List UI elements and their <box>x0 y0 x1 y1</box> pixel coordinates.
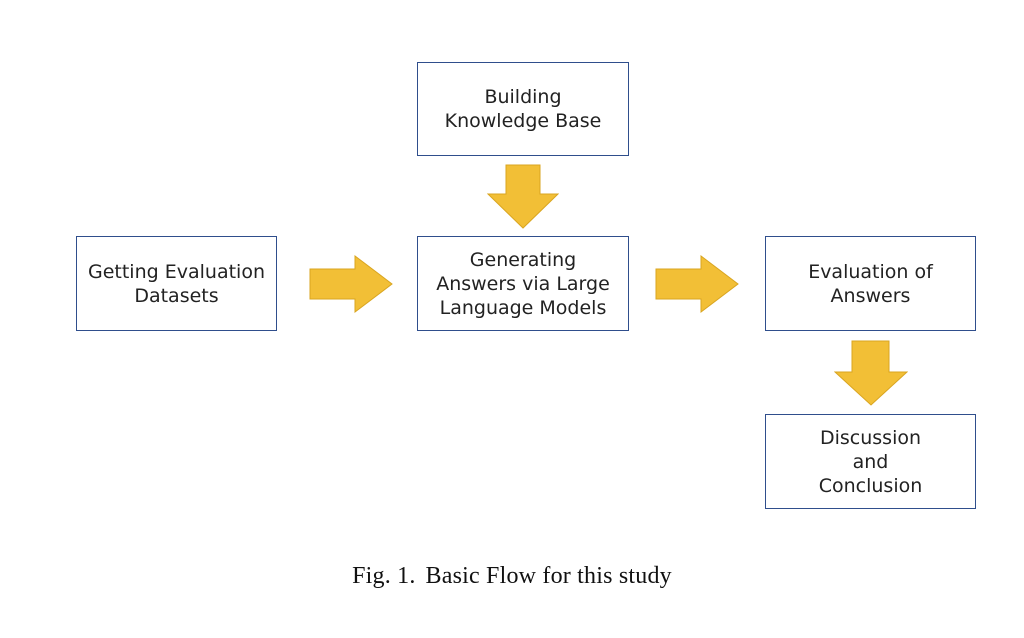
arrow-right-datasets-to-generation <box>309 255 393 313</box>
node-label-getting-evaluation-datasets: Getting Evaluation Datasets <box>88 260 265 307</box>
node-evaluation-of-answers: Evaluation of Answers <box>765 236 976 331</box>
node-getting-evaluation-datasets: Getting Evaluation Datasets <box>76 236 277 331</box>
arrow-down-knowledge-to-generation <box>487 164 559 229</box>
figure-caption: Fig. 1. Basic Flow for this study <box>0 563 1024 590</box>
figure-caption-text: Basic Flow for this study <box>425 563 672 589</box>
figure-caption-label: Fig. 1. <box>352 563 416 589</box>
node-building-knowledge-base: Building Knowledge Base <box>417 62 629 156</box>
node-label-generating-answers: Generating Answers via Large Language Mo… <box>436 248 610 319</box>
arrow-down-icon <box>834 340 908 406</box>
arrow-right-icon <box>655 255 739 313</box>
arrow-down-icon <box>487 164 559 229</box>
node-discussion-and-conclusion: Discussion and Conclusion <box>765 414 976 509</box>
arrow-down-evaluation-to-discussion <box>834 340 908 406</box>
node-label-building-knowledge-base: Building Knowledge Base <box>444 86 602 132</box>
arrow-right-icon <box>309 255 393 313</box>
node-generating-answers: Generating Answers via Large Language Mo… <box>417 236 629 331</box>
arrow-right-generation-to-evaluation <box>655 255 739 313</box>
node-label-evaluation-of-answers: Evaluation of Answers <box>808 260 933 307</box>
node-label-discussion-and-conclusion: Discussion and Conclusion <box>818 426 923 497</box>
